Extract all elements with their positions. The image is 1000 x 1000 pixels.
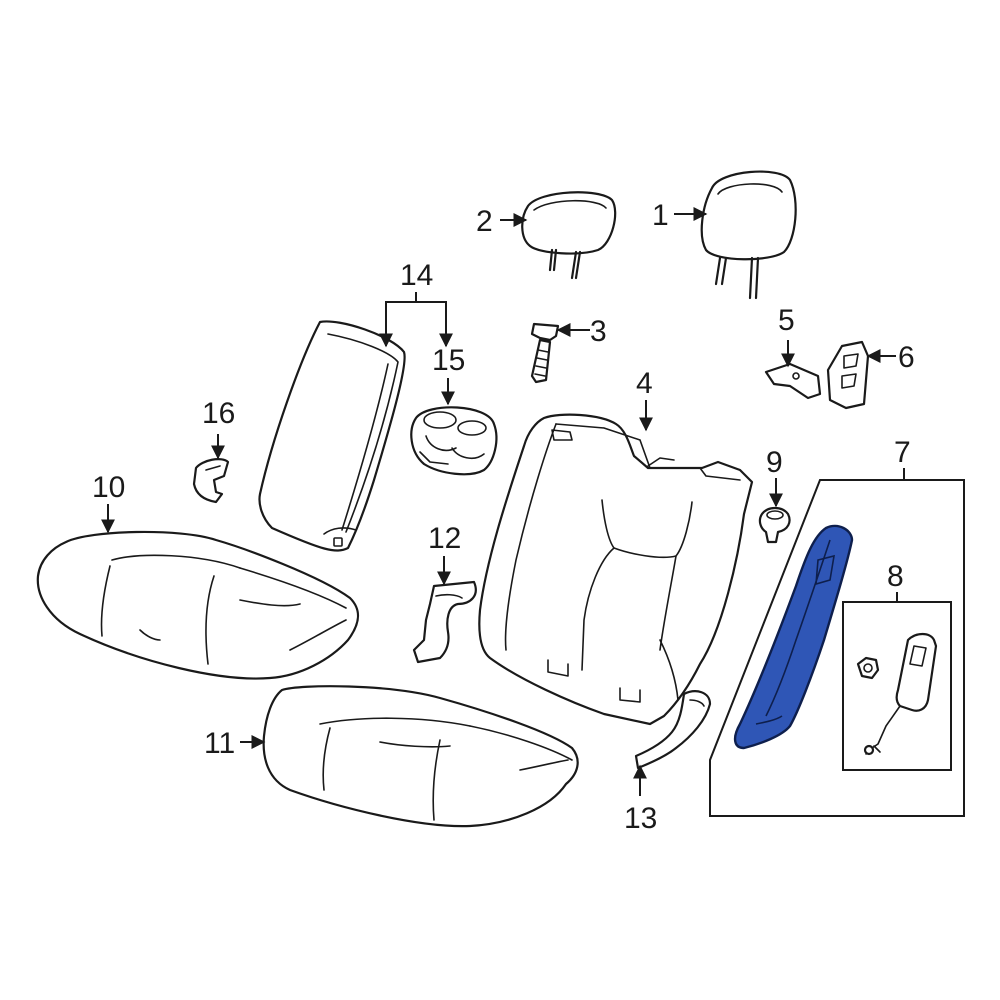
callout-label-11: 11 (204, 727, 235, 760)
callout-9: 9 (766, 446, 783, 508)
callout-11: 11 (204, 727, 266, 760)
bracket[interactable] (764, 362, 822, 400)
latch-cover[interactable] (826, 340, 870, 410)
side-trim[interactable] (412, 580, 477, 664)
lower-trim[interactable] (634, 690, 712, 770)
callout-8: 8 (887, 560, 904, 602)
callout-label-14: 14 (400, 259, 433, 292)
callout-14: 14 (379, 259, 453, 348)
callout-label-9: 9 (766, 446, 783, 479)
callout-label-1: 1 (652, 199, 669, 232)
callout-label-10: 10 (92, 471, 125, 504)
seat-cushion-cover[interactable] (36, 530, 360, 680)
callout-12: 12 (428, 522, 461, 586)
callout-10: 10 (92, 471, 125, 534)
seat-cushion[interactable] (262, 685, 579, 828)
callout-label-8: 8 (887, 560, 904, 593)
headrest-large[interactable] (700, 170, 797, 300)
callout-1: 1 (652, 199, 708, 232)
cup-holder[interactable] (410, 406, 498, 476)
callout-15: 15 (432, 344, 465, 406)
callout-7: 7 (894, 436, 911, 480)
callout-label-2: 2 (476, 205, 493, 238)
armrest[interactable] (258, 320, 406, 552)
belt-guide[interactable] (758, 506, 791, 544)
side-bolster-highlighted[interactable] (733, 524, 854, 750)
assembly-box-8 (842, 601, 952, 771)
callout-5: 5 (778, 304, 795, 368)
callout-label-4: 4 (636, 367, 653, 400)
bolt[interactable] (530, 322, 560, 384)
callout-4: 4 (636, 367, 653, 432)
callout-13: 13 (624, 764, 657, 835)
callout-2: 2 (476, 205, 528, 238)
seat-belt-buckle[interactable] (863, 632, 938, 756)
headrest-small[interactable] (521, 191, 617, 280)
clip[interactable] (192, 458, 230, 504)
callout-label-13: 13 (624, 802, 657, 835)
callout-6: 6 (866, 341, 915, 374)
callout-16: 16 (202, 397, 235, 460)
callout-label-7: 7 (894, 436, 911, 469)
seat-back-pad[interactable] (478, 413, 754, 726)
callout-label-3: 3 (590, 315, 607, 348)
nut[interactable] (856, 656, 880, 680)
callout-label-5: 5 (778, 304, 795, 337)
callout-label-12: 12 (428, 522, 461, 555)
callout-label-6: 6 (898, 341, 915, 374)
callout-label-16: 16 (202, 397, 235, 430)
callout-label-15: 15 (432, 344, 465, 377)
callout-3: 3 (556, 315, 607, 348)
